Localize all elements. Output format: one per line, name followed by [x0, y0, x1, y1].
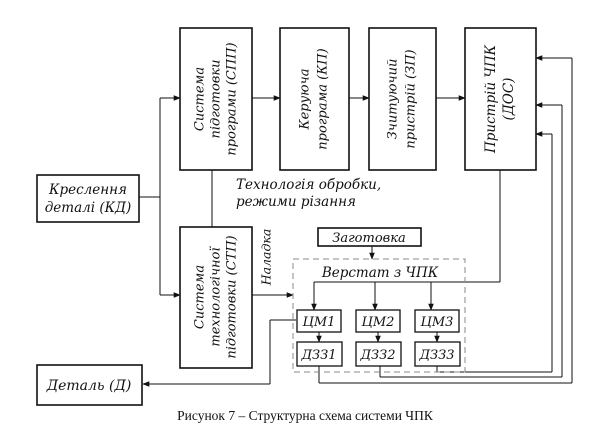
block-spp-line3: програми (СПП)	[225, 42, 240, 155]
dzz2-label: ДЗЗ2	[359, 348, 395, 363]
block-zp-line2: пристрій (ЗП)	[404, 49, 419, 148]
block-chpk-line1: Пристрій ЧПК	[483, 44, 499, 154]
block-zagotovka-text: Заготовка	[332, 231, 405, 246]
block-zp-line1: Зчитуючий	[386, 59, 401, 140]
block-verstat-title: Верстат з ЧПК	[321, 265, 439, 281]
block-spp-line1: Система	[193, 67, 208, 131]
block-stp: Система технологічної підготовки (СТП)	[179, 226, 253, 369]
block-stp-line1: Система	[193, 265, 208, 329]
block-spp-line2: підготовки	[209, 59, 224, 138]
label-naladka: Наладка	[259, 229, 274, 287]
block-kd-line1: Креслення	[48, 182, 127, 198]
dzz3-label: ДЗЗ3	[418, 348, 454, 363]
block-chpk: Пристрій ЧПК (ДОС)	[464, 27, 537, 171]
label-tech: Технологія обробки, режими різання	[236, 177, 381, 210]
block-zagotovka: Заготовка	[317, 227, 422, 247]
dzz1-label: ДЗЗ1	[300, 348, 336, 363]
block-chpk-line2: (ДОС)	[501, 78, 517, 121]
block-spp: Система підготовки програми (СПП)	[179, 27, 253, 171]
label-tech-line1: Технологія обробки,	[236, 177, 381, 193]
cm3-label: ЦМ3	[421, 315, 454, 330]
block-kp: Керуюча програма (КП)	[279, 27, 350, 171]
figure-caption: Рисунок 7 – Структурна схема системи ЧПК	[177, 408, 434, 423]
cm-boxes: ЦМ1 ЦМ2 ЦМ3	[296, 309, 460, 333]
block-verstat: Верстат з ЧПК	[292, 258, 466, 373]
label-naladka-text: Наладка	[259, 229, 274, 287]
block-kd: Креслення деталі (КД)	[36, 174, 140, 223]
block-zp: Зчитуючий пристрій (ЗП)	[368, 27, 437, 171]
block-stp-line3: підготовки (СТП)	[225, 235, 240, 358]
label-tech-line2: режими різання	[236, 194, 356, 210]
block-d-text: Деталь (Д)	[46, 378, 132, 394]
cm1-label: ЦМ1	[303, 315, 336, 330]
cm2-label: ЦМ2	[362, 315, 395, 330]
dzz-boxes: ДЗЗ1 ДЗЗ2 ДЗЗ3	[296, 341, 461, 367]
block-kp-line1: Керуюча	[298, 69, 313, 131]
block-kd-line2: деталі (КД)	[45, 200, 132, 216]
block-kp-line2: програма (КП)	[316, 48, 331, 149]
block-stp-line2: технологічної	[209, 246, 224, 347]
block-d: Деталь (Д)	[36, 364, 143, 406]
